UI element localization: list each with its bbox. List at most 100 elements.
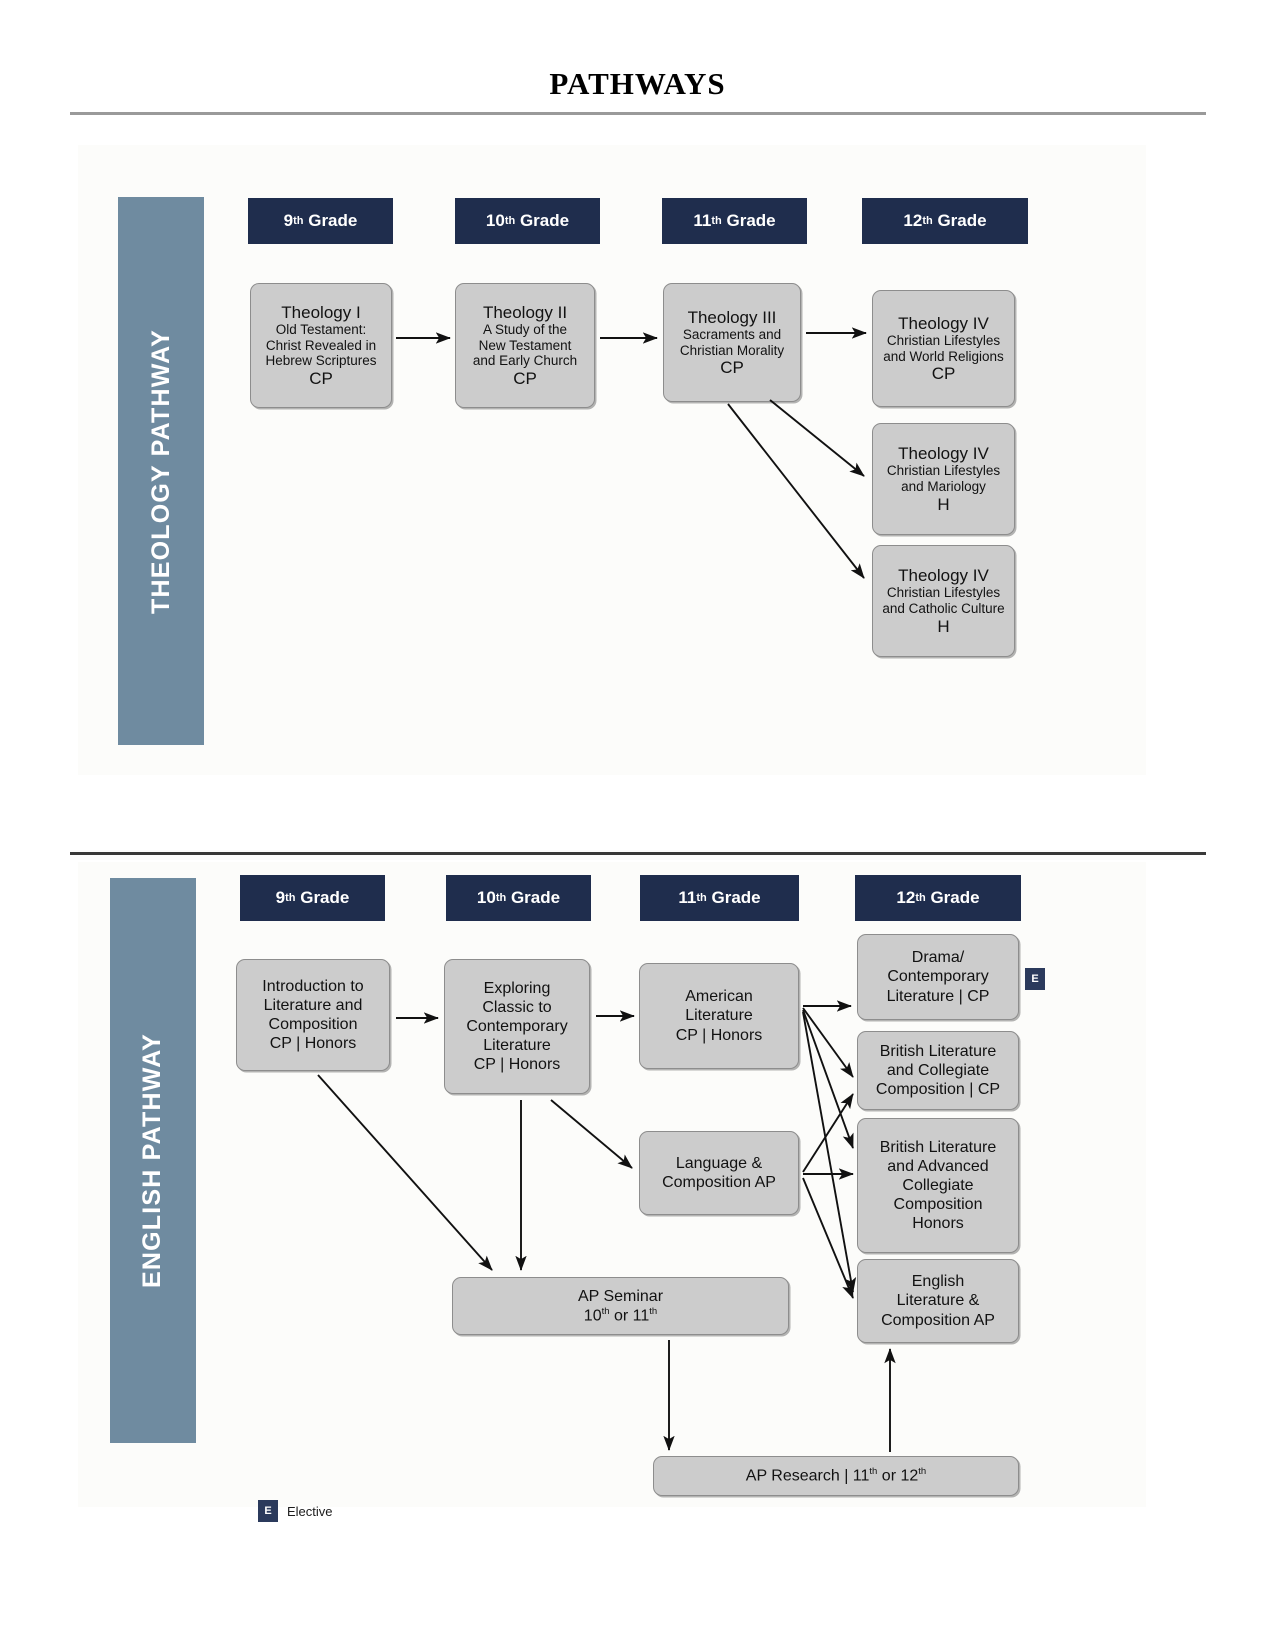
course-line-3: Literature | CP	[886, 987, 990, 1005]
course-desc-line-1: Sacraments and	[682, 326, 782, 342]
course-line-1: American	[685, 988, 753, 1006]
course-box-theology-1[interactable]: Theology I Old Testament: Christ Reveale…	[250, 283, 392, 408]
course-line-3: Composition | CP	[875, 1081, 1001, 1099]
course-box-theology-4-mariology[interactable]: Theology IV Christian Lifestyles and Mar…	[872, 423, 1015, 535]
grade-number: 10	[476, 888, 496, 907]
course-level: CP | Honors	[269, 1035, 357, 1053]
grade-suffix: th	[696, 892, 707, 904]
course-box-british-literature-cp[interactable]: British Literature and Collegiate Compos…	[857, 1031, 1019, 1110]
course-line-2: and Advanced	[887, 1157, 989, 1175]
research-grade-a: AP Research | 11	[745, 1467, 870, 1485]
grade-suffix: th	[293, 215, 304, 227]
course-level: CP	[309, 369, 333, 389]
course-level: H	[937, 494, 950, 514]
course-box-language-composition-ap[interactable]: Language & Composition AP	[639, 1131, 799, 1215]
course-box-british-literature-honors[interactable]: British Literature and Advanced Collegia…	[857, 1118, 1019, 1253]
course-line-3: Composition AP	[881, 1311, 995, 1329]
course-title: Theology II	[482, 302, 568, 322]
course-box-theology-3[interactable]: Theology III Sacraments and Christian Mo…	[663, 283, 801, 402]
seminar-sup-b: th	[649, 1305, 658, 1317]
course-line-2: Classic to	[482, 998, 552, 1016]
grade-suffix: th	[285, 892, 296, 904]
course-box-drama-contemporary[interactable]: Drama/ Contemporary Literature | CP	[857, 934, 1019, 1020]
grade-suffix: th	[915, 892, 926, 904]
course-level: CP	[513, 369, 537, 389]
research-grade-b: or 12	[877, 1467, 919, 1485]
course-level: Honors	[912, 1215, 964, 1233]
course-desc-line-1: A Study of the	[482, 321, 568, 337]
course-line-1: Drama/	[911, 949, 965, 967]
course-line-1: Language &	[675, 1154, 763, 1172]
course-desc-line-2: Christian Morality	[679, 342, 785, 358]
grade-number: 11	[693, 211, 712, 230]
grade-suffix: th	[711, 215, 722, 227]
elective-badge-drama: E	[1025, 968, 1045, 990]
course-line-2: Literature	[685, 1007, 753, 1025]
course-line-1: British Literature	[879, 1138, 997, 1156]
course-line-2: Literature and	[263, 996, 363, 1014]
course-box-theology-4-catholic-culture[interactable]: Theology IV Christian Lifestyles and Cat…	[872, 545, 1015, 657]
course-level: CP | Honors	[675, 1026, 763, 1044]
course-line-1: AP Seminar	[577, 1287, 664, 1305]
course-desc-line-2: and Mariology	[901, 479, 986, 494]
course-desc-line-1: Christian Lifestyles	[886, 585, 1001, 601]
course-line-1: English	[911, 1273, 965, 1291]
course-desc-line-2: Christ Revealed in	[265, 337, 377, 353]
grade-number: 9	[275, 888, 286, 907]
course-title: Theology IV	[898, 444, 989, 464]
course-line-1: AP Research | 11th or 12th	[746, 1466, 926, 1486]
research-sup-b: th	[918, 1466, 927, 1478]
course-box-theology-4-world-religions[interactable]: Theology IV Christian Lifestyles and Wor…	[872, 290, 1015, 407]
theology-pathway-label: THEOLOGY PATHWAY	[146, 328, 175, 614]
course-line-3: Collegiate	[902, 1176, 974, 1194]
section-divider	[70, 852, 1206, 855]
grade-word: Grade	[726, 211, 776, 230]
course-desc-line-2: and World Religions	[883, 348, 1004, 364]
grade-suffix: th	[504, 215, 516, 227]
course-line-4: Literature	[483, 1037, 551, 1055]
course-line-1: British Literature	[879, 1042, 997, 1060]
course-desc-line-1: Christian Lifestyles	[886, 332, 1001, 348]
course-level: CP	[720, 358, 744, 378]
course-box-english-literature-ap[interactable]: English Literature & Composition AP	[857, 1259, 1019, 1343]
seminar-grade-a: 10	[583, 1307, 602, 1325]
course-level: H	[937, 616, 950, 636]
course-box-american-literature[interactable]: American Literature CP | Honors	[639, 963, 799, 1069]
grade-word: Grade	[711, 888, 761, 907]
course-title: Theology I	[281, 302, 361, 322]
course-line-1: Exploring	[483, 979, 551, 997]
course-box-exploring-literature[interactable]: Exploring Classic to Contemporary Litera…	[444, 959, 590, 1094]
course-line-1: Introduction to	[262, 977, 364, 995]
course-box-ap-research[interactable]: AP Research | 11th or 12th	[653, 1456, 1019, 1496]
grade-number: 11	[678, 888, 697, 907]
course-desc-line-3: Hebrew Scriptures	[265, 353, 377, 369]
course-box-ap-seminar[interactable]: AP Seminar 10th or 11th	[452, 1277, 789, 1335]
course-desc-line-1: Christian Lifestyles	[886, 463, 1001, 479]
course-line-3: Composition	[268, 1016, 358, 1033]
grade-number: 9	[283, 211, 294, 230]
english-pathway-label: ENGLISH PATHWAY	[138, 1032, 167, 1289]
legend-elective-badge: E	[258, 1500, 278, 1522]
grade-number: 12	[896, 888, 916, 907]
course-desc-line-1: Old Testament:	[275, 321, 367, 337]
grade-word: Grade	[937, 211, 987, 230]
page-title: PATHWAYS	[549, 66, 726, 101]
course-line-2: Composition AP	[662, 1174, 776, 1191]
course-box-theology-2[interactable]: Theology II A Study of the New Testament…	[455, 283, 595, 408]
grade-number: 12	[903, 211, 923, 230]
course-level: CP | Honors	[473, 1056, 561, 1074]
theology-pathway-bar: THEOLOGY PATHWAY	[118, 197, 204, 745]
legend-elective-label: Elective	[287, 1503, 333, 1519]
grade-word: Grade	[300, 888, 350, 907]
course-line-2: and Collegiate	[886, 1061, 990, 1079]
course-box-intro-literature[interactable]: Introduction to Literature and Compositi…	[236, 959, 390, 1071]
course-line-4: Composition	[893, 1196, 983, 1214]
course-title: Theology IV	[898, 313, 989, 333]
seminar-sup-a: th	[601, 1305, 610, 1317]
